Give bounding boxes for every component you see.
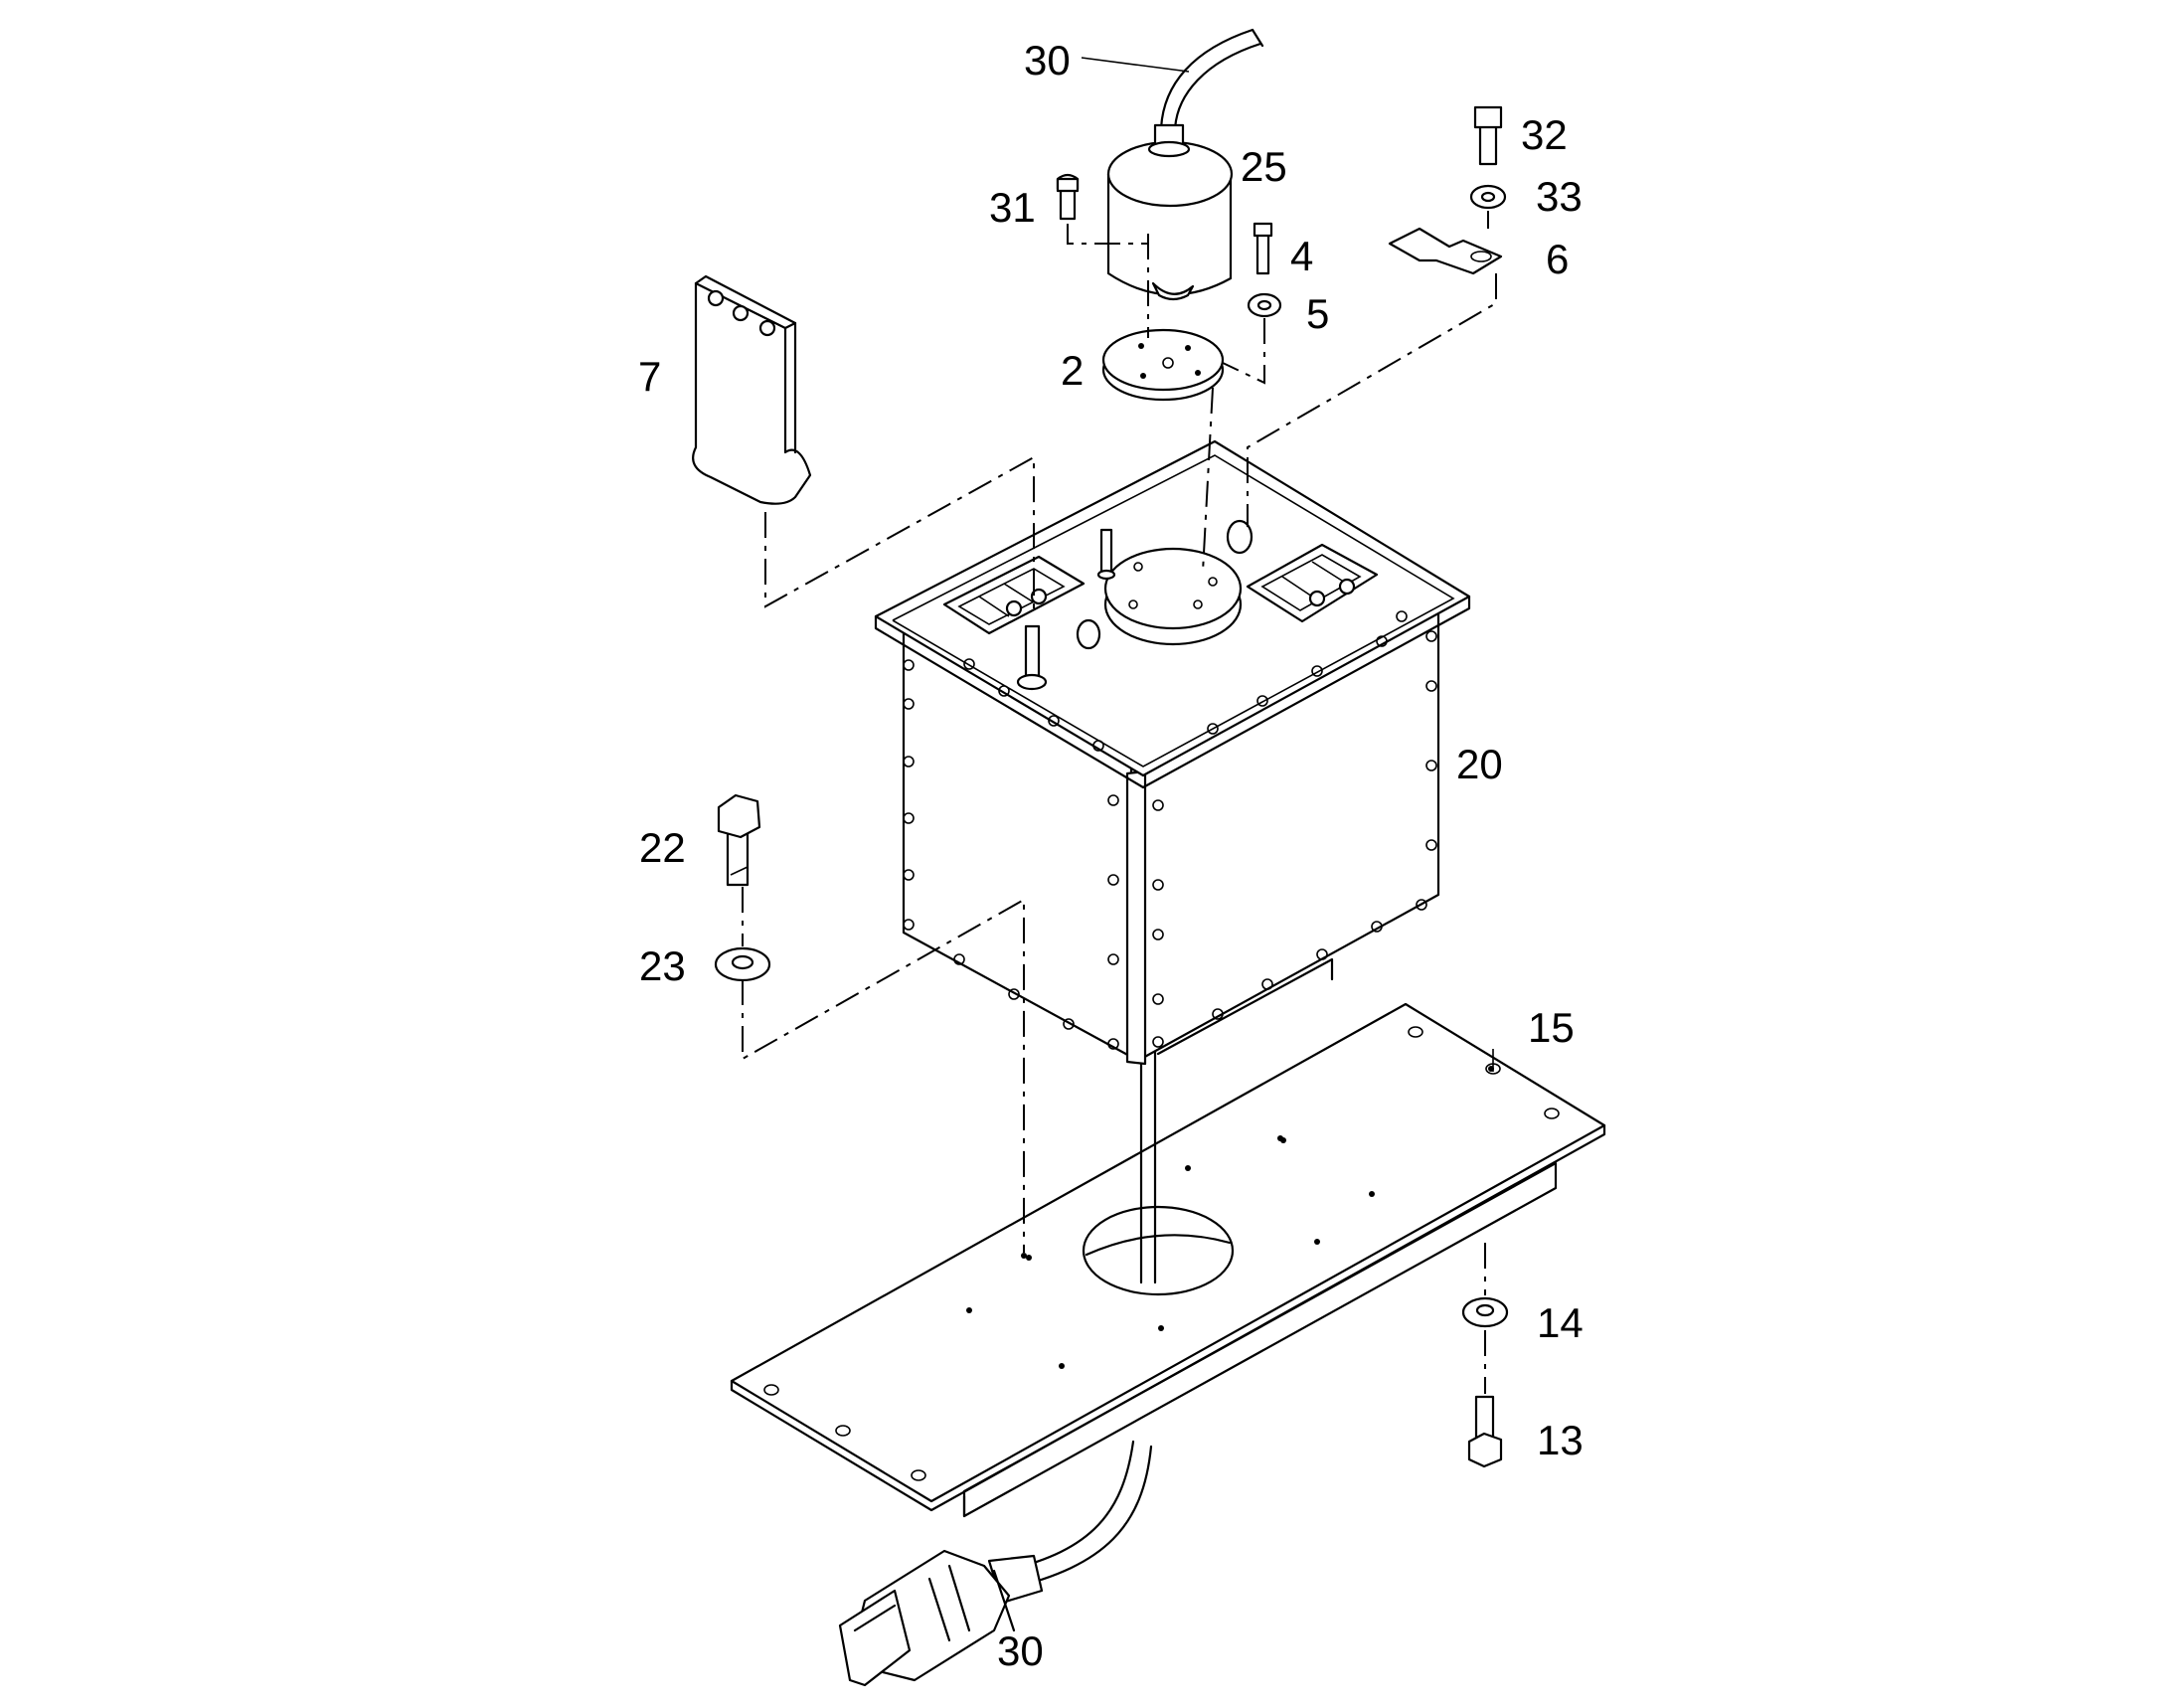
washer-23 (714, 946, 771, 982)
callout-30-bottom: 30 (997, 1627, 1044, 1674)
enclosure-box-20 (874, 439, 1471, 1066)
callout-5: 5 (1306, 290, 1330, 337)
callout-4: 4 (1290, 233, 1314, 279)
bolt-32 (1473, 105, 1503, 166)
washer-14 (1461, 1296, 1509, 1328)
callout-22: 22 (639, 824, 686, 871)
callout-2: 2 (1061, 347, 1085, 394)
callout-33: 33 (1536, 173, 1583, 220)
callout-25: 25 (1241, 143, 1287, 190)
callout-32: 32 (1521, 111, 1568, 158)
callout-13: 13 (1537, 1417, 1584, 1463)
washer-5 (1247, 292, 1282, 318)
assembly-lines (742, 211, 1497, 1394)
callout-20: 20 (1456, 741, 1503, 787)
bolt-13 (1467, 1395, 1503, 1468)
callout-7: 7 (638, 353, 662, 400)
callout-30-top: 30 (1024, 37, 1071, 84)
washer-33 (1469, 184, 1507, 210)
screw-31 (1056, 173, 1080, 221)
solenoid-25 (1106, 28, 1264, 301)
bolt-22 (717, 793, 761, 887)
bracket-7 (692, 274, 812, 505)
callout-31: 31 (989, 184, 1036, 231)
connector-30 (838, 1549, 1044, 1687)
leader-lines (1081, 57, 1494, 1072)
clip-6 (1388, 227, 1503, 275)
callout-15: 15 (1528, 1004, 1575, 1051)
screw-4 (1253, 222, 1273, 275)
mounting-plate-2 (1101, 328, 1225, 402)
callout-6: 6 (1546, 236, 1570, 282)
base-plate (730, 1002, 1606, 1518)
callout-23: 23 (639, 942, 686, 989)
callout-14: 14 (1537, 1299, 1584, 1346)
